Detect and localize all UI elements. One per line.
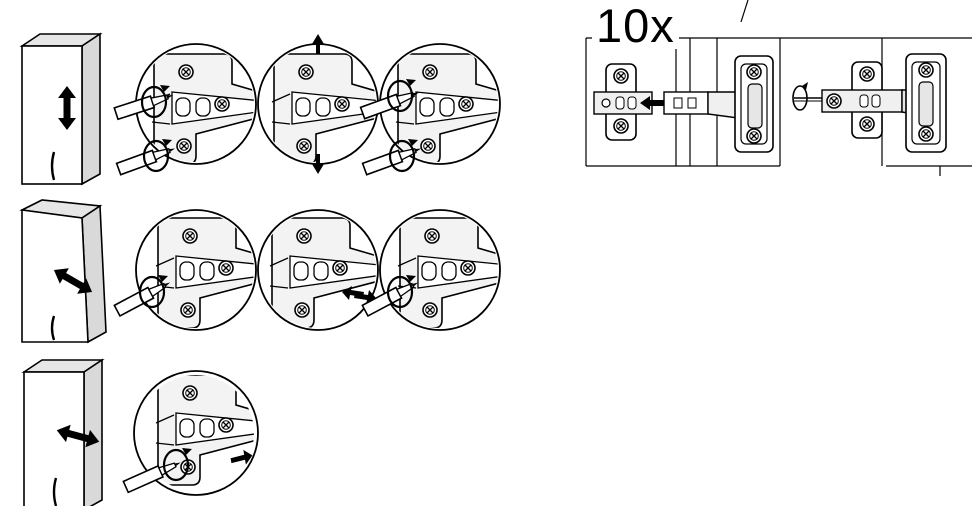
detail-circle-row2-a xyxy=(113,209,257,331)
detail-circle-row2-c xyxy=(361,209,501,331)
slide-arrow-icon xyxy=(640,96,664,110)
adjustment-row-vertical xyxy=(20,32,501,186)
horizontal-double-arrow-icon xyxy=(56,424,100,448)
diagonal-double-arrow-icon xyxy=(53,268,93,294)
cabinet-vertical xyxy=(20,32,102,186)
mounting-plate-left xyxy=(593,63,653,141)
detail-circle-row1-c xyxy=(359,43,501,176)
hinge-installation-panel xyxy=(585,0,972,176)
adjustment-row-depth xyxy=(19,199,501,344)
detail-circle-row2-b xyxy=(257,209,379,331)
detail-circle-row3-a xyxy=(122,370,259,496)
cabinet-depth xyxy=(19,199,107,344)
hinge-cup-left xyxy=(734,55,774,153)
adjustment-row-side xyxy=(22,358,259,511)
quantity-label: 10x xyxy=(592,2,679,49)
hinge-cup-right xyxy=(905,53,947,153)
detail-circle-row1-a xyxy=(113,43,257,176)
